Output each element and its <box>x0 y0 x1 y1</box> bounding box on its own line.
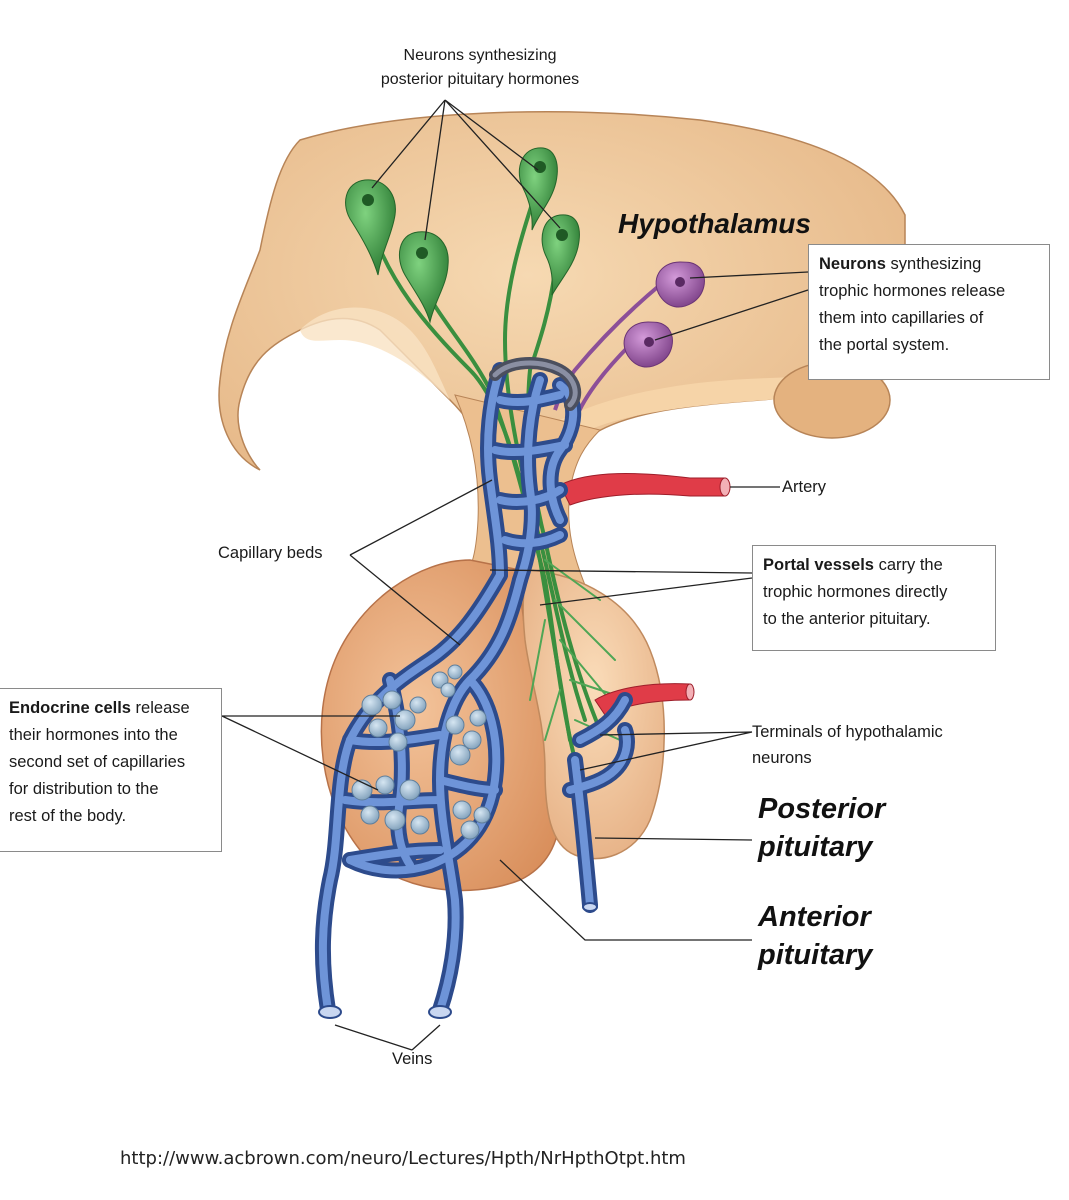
callout-endocrine-cells: Endocrine cells release their hormones i… <box>0 688 222 852</box>
callout-trophic-rest1: synthesizing <box>885 255 982 273</box>
hypothalamus-fold <box>300 307 450 400</box>
vein-end-right <box>428 1005 452 1019</box>
callout-endocrine-line5: rest of the body. <box>9 807 127 825</box>
label-posterior-line1: Posterior <box>758 793 886 825</box>
green-neuron-bodies <box>345 147 580 324</box>
label-neurons-posterior: Neurons synthesizing posterior pituitary… <box>330 44 630 92</box>
artery-top-end <box>719 477 731 497</box>
vein-end-left <box>318 1005 342 1019</box>
vein-end-posterior <box>582 902 598 912</box>
callout-endocrine-line3: second set of capillaries <box>9 753 186 771</box>
callout-endocrine-bold: Endocrine cells <box>9 699 131 717</box>
label-posterior-line2: pituitary <box>758 831 873 863</box>
callout-endocrine-rest1: release <box>130 699 190 717</box>
label-terminals: Terminals of hypothalamic neurons <box>752 719 943 771</box>
source-url: http://www.acbrown.com/neuro/Lectures/Hp… <box>120 1148 686 1169</box>
endocrine-cells <box>351 664 491 840</box>
callout-trophic-line4: the portal system. <box>819 336 950 354</box>
label-veins: Veins <box>392 1050 433 1068</box>
label-anterior-pituitary: Anterior pituitary <box>758 898 872 974</box>
label-hypothalamus: Hypothalamus <box>618 208 811 239</box>
artery-top <box>559 473 726 506</box>
callout-portal-rest1: carry the <box>874 556 943 574</box>
label-anterior-line2: pituitary <box>758 939 873 971</box>
label-posterior-pituitary: Posterior pituitary <box>758 790 885 866</box>
callout-endocrine-line2: their hormones into the <box>9 726 178 744</box>
artery-lower-end <box>685 683 695 701</box>
label-terminals-line2: neurons <box>752 749 812 767</box>
label-neurons-posterior-line2: posterior pituitary hormones <box>380 71 580 88</box>
label-capillary-beds: Capillary beds <box>218 544 323 562</box>
leader-lines <box>221 99 809 1051</box>
label-neurons-posterior-line1: Neurons synthesizing <box>403 47 557 64</box>
label-artery: Artery <box>782 478 827 496</box>
callout-portal-line2: trophic hormones directly <box>763 583 948 601</box>
callout-trophic-line2: trophic hormones release <box>819 282 1006 300</box>
callout-portal-bold: Portal vessels <box>763 556 874 574</box>
label-anterior-line1: Anterior <box>758 901 871 933</box>
callout-portal-line3: to the anterior pituitary. <box>763 610 931 628</box>
label-terminals-line1: Terminals of hypothalamic <box>752 723 943 741</box>
callout-portal-vessels: Portal vessels carry the trophic hormone… <box>752 545 996 651</box>
callout-trophic-bold: Neurons <box>819 255 886 273</box>
callout-trophic-neurons: Neurons synthesizing trophic hormones re… <box>808 244 1050 380</box>
callout-endocrine-line4: for distribution to the <box>9 780 159 798</box>
callout-trophic-line3: them into capillaries of <box>819 309 984 327</box>
